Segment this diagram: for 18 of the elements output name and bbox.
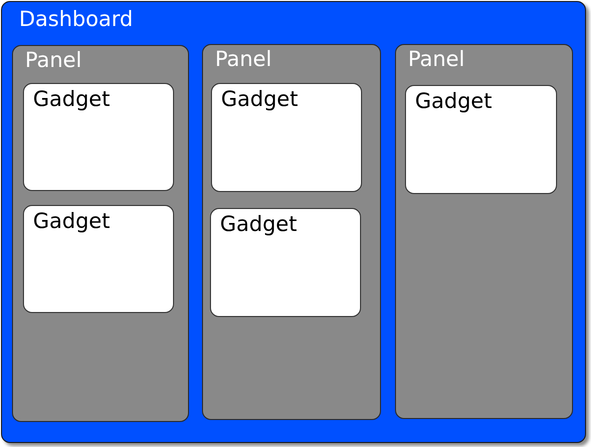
outer-frame [1, 1, 586, 443]
widget-card [23, 83, 174, 191]
card-title: Gadget [220, 212, 297, 236]
card-title: Gadget [33, 209, 110, 234]
column-panel [395, 44, 573, 419]
card-title: Gadget [415, 89, 492, 114]
card-title: Gadget [33, 87, 110, 112]
widget-card [211, 83, 362, 192]
panel-title: Panel [408, 47, 465, 72]
widget-card [405, 85, 557, 194]
frame-title: Dashboard [19, 7, 133, 32]
card-title: Gadget [221, 87, 298, 112]
panel-title: Panel [25, 48, 82, 72]
widget-card [210, 208, 361, 317]
widget-card [23, 205, 174, 313]
panel-title: Panel [215, 47, 272, 72]
column-panel [12, 45, 189, 422]
column-panel [202, 44, 381, 420]
